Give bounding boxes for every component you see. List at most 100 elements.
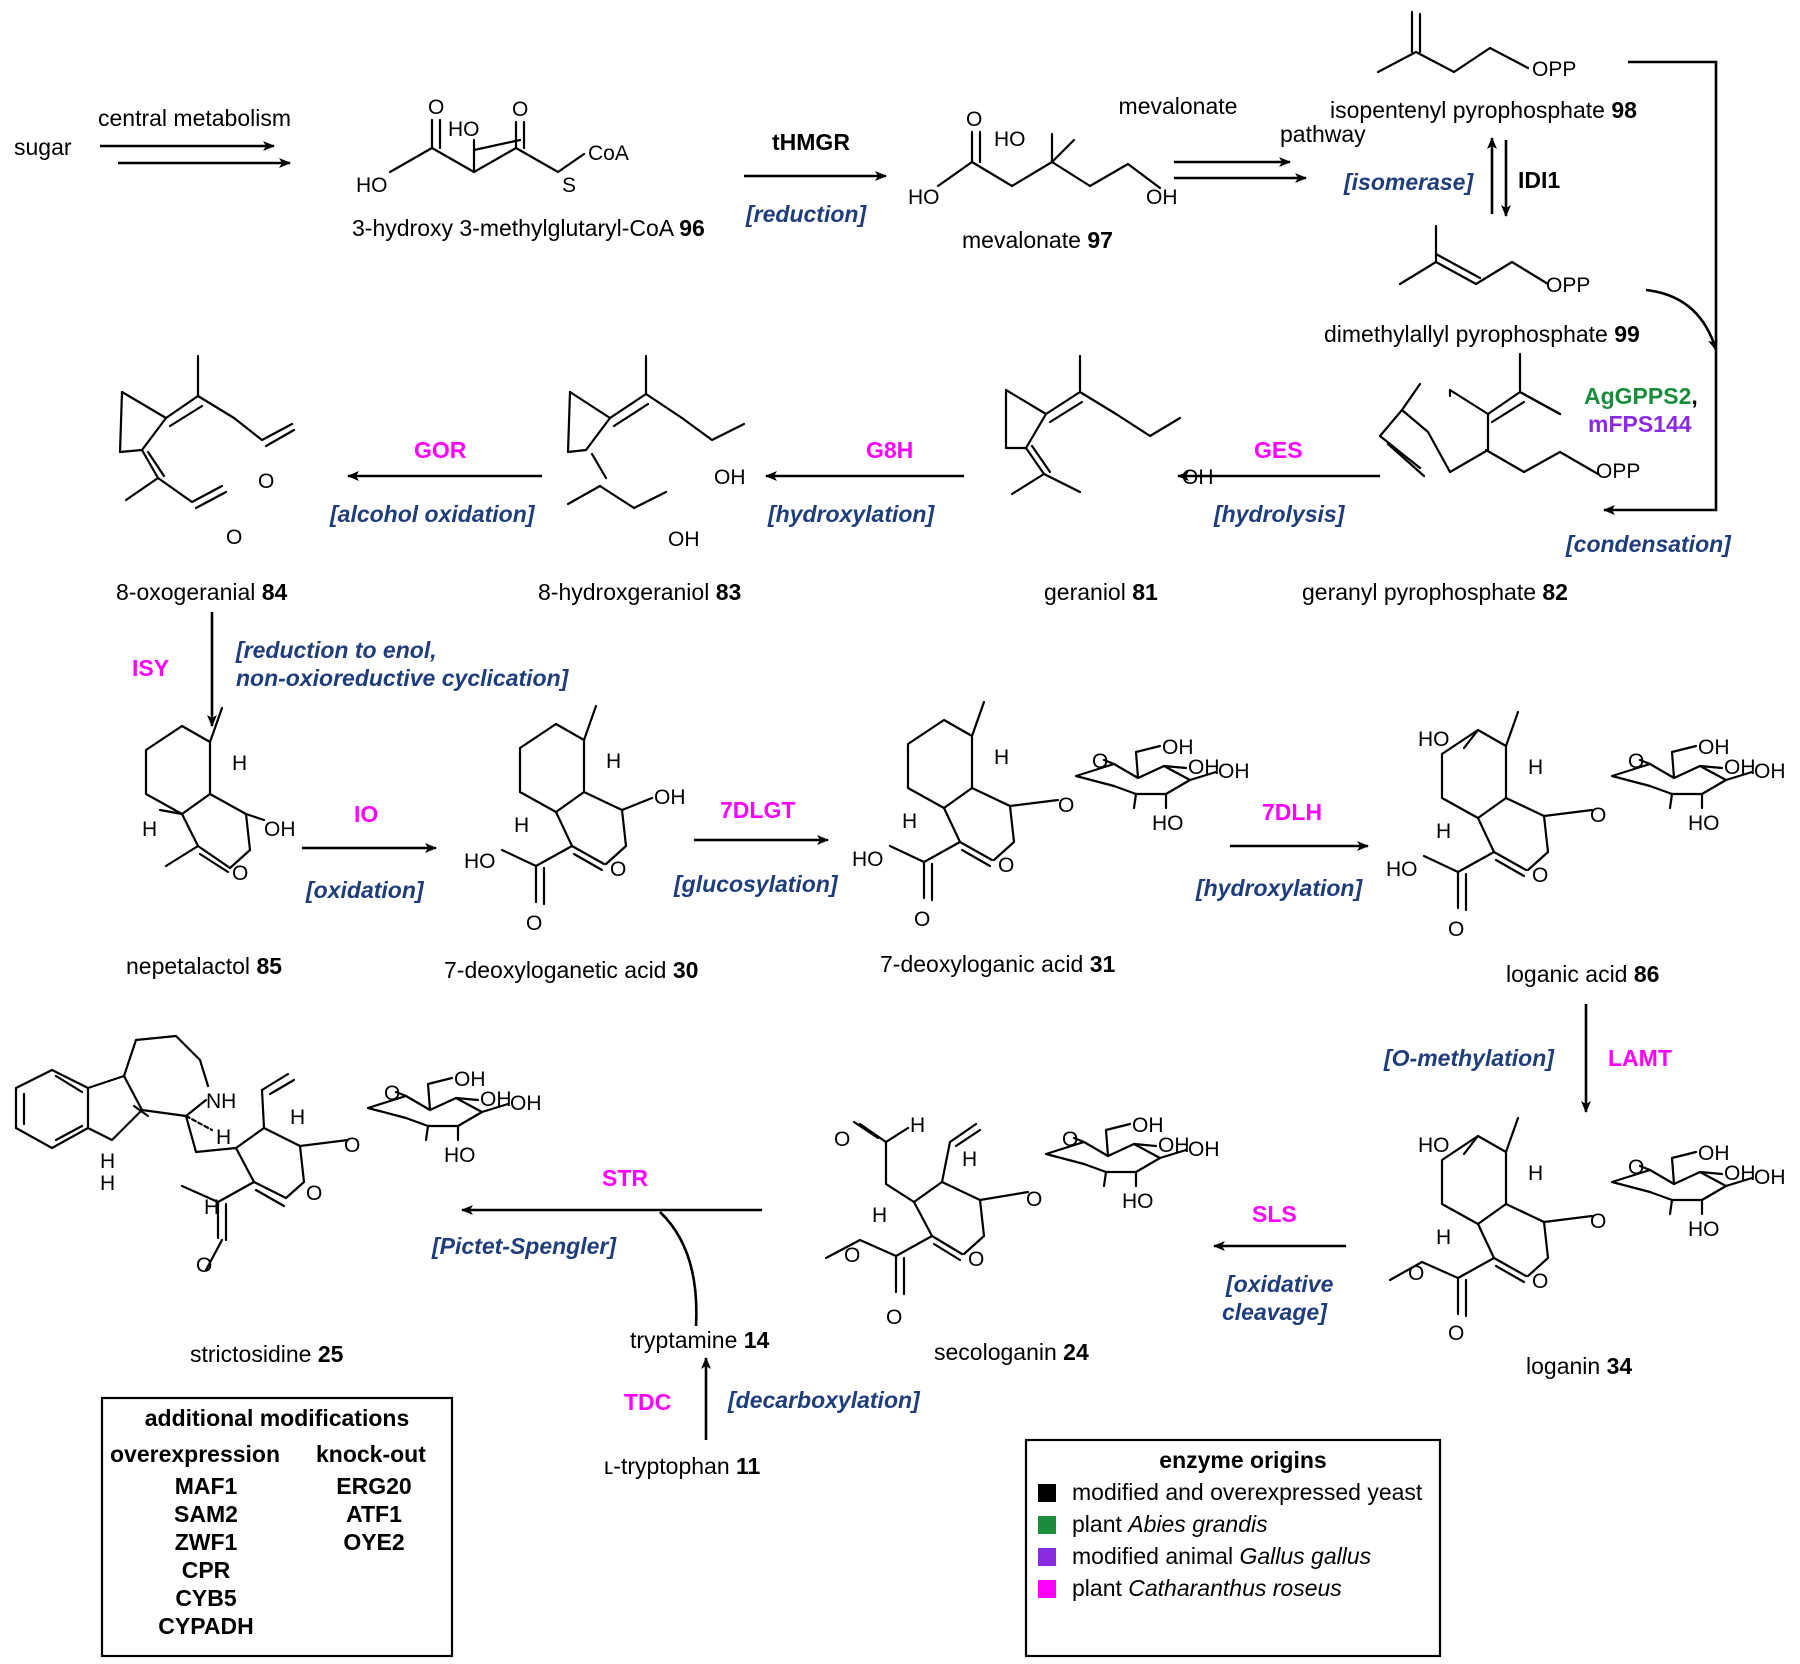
compound-hydroxygeraniol: 8-hydroxgeraniol 83 <box>538 579 741 605</box>
compound-loganin: loganin 34 <box>1526 1353 1632 1379</box>
svg-text:H: H <box>232 752 247 775</box>
compound-loganic: loganic acid 86 <box>1506 961 1659 987</box>
svg-text:H: H <box>910 1114 925 1137</box>
reaction-isy-1: [reduction to enol, <box>235 637 437 663</box>
svg-text:O: O <box>886 1306 902 1329</box>
svg-text:HO: HO <box>356 174 388 197</box>
structure-geraniol: OH <box>1004 354 1214 496</box>
svg-text:O: O <box>1590 1210 1606 1233</box>
compound-tryptamine: tryptamine 14 <box>630 1327 770 1353</box>
svg-text:OH: OH <box>264 818 296 841</box>
svg-text:HO: HO <box>1386 858 1418 881</box>
legend-item: plant Abies grandis <box>1072 1511 1268 1537</box>
compound-geraniol: geraniol 81 <box>1044 579 1158 605</box>
svg-text:O: O <box>226 526 242 549</box>
svg-text:H: H <box>216 1126 231 1149</box>
reaction-alcohol-oxidation: [alcohol oxidation] <box>329 501 536 527</box>
modifications-box: additional modifications overexpression … <box>100 1396 454 1658</box>
structure-deoxyloganetic: H H OH O HO O <box>464 704 686 935</box>
arrow-tryptamine <box>659 1211 698 1327</box>
svg-text:H: H <box>100 1150 115 1173</box>
legend-item: plant Catharanthus roseus <box>1072 1575 1342 1601</box>
legend-swatch <box>1038 1516 1056 1534</box>
svg-text:OPP: OPP <box>1596 460 1640 483</box>
svg-text:OH: OH <box>714 466 746 489</box>
svg-text:O: O <box>914 908 930 931</box>
compound-oxogeranial: 8-oxogeranial 84 <box>116 579 288 605</box>
enzyme-g8h: G8H <box>866 437 913 463</box>
compound-dmapp: dimethylallyl pyrophosphate 99 <box>1324 321 1640 347</box>
enzyme-io: IO <box>354 801 378 827</box>
svg-text:H: H <box>994 746 1009 769</box>
compound-secologanin: secologanin 24 <box>934 1339 1089 1365</box>
svg-text:O: O <box>428 96 444 119</box>
compound-hmgcoa: 3-hydroxy 3-methylglutaryl-CoA 96 <box>352 215 705 241</box>
svg-text:O: O <box>1448 1322 1464 1345</box>
overexpression-item: SAM2 <box>174 1501 238 1527</box>
svg-text:O: O <box>968 1248 984 1271</box>
compound-mevalonate: mevalonate 97 <box>962 227 1113 253</box>
overexpression-item: ZWF1 <box>175 1529 238 1555</box>
structure-strictosidine: NH H H H H H O O O <box>14 1034 543 1277</box>
svg-text:OH: OH <box>1146 186 1178 209</box>
structure-ipp: OPP <box>1376 10 1576 81</box>
svg-text:OPP: OPP <box>1546 274 1590 297</box>
overexpression-item: CYPADH <box>158 1613 253 1639</box>
reaction-oxidation: [oxidation] <box>305 877 425 903</box>
reaction-decarboxylation: [decarboxylation] <box>727 1387 921 1413</box>
svg-text:O: O <box>196 1254 212 1277</box>
enzyme-sls: SLS <box>1252 1201 1297 1227</box>
enzyme-tdc: TDC <box>624 1389 671 1415</box>
step-mevalonate-pathway-2: pathway <box>1280 121 1366 147</box>
svg-text:HO: HO <box>852 848 884 871</box>
structure-hydroxygeraniol: OH OH <box>566 354 746 551</box>
compound-gpp: geranyl pyrophosphate 82 <box>1302 579 1568 605</box>
svg-text:H: H <box>1436 1226 1451 1249</box>
svg-text:O: O <box>1408 1262 1424 1285</box>
reaction-hydroxylation-7dlh: [hydroxylation] <box>1195 875 1363 901</box>
step-central-metabolism: central metabolism <box>98 105 291 131</box>
reaction-hydroxylation-g8h: [hydroxylation] <box>767 501 935 527</box>
svg-text:HO: HO <box>994 128 1026 151</box>
structure-gpp: OPP <box>1378 352 1640 483</box>
overexpression-item: CPR <box>182 1557 231 1583</box>
svg-text:O: O <box>834 1128 850 1151</box>
svg-text:CoA: CoA <box>588 142 629 165</box>
compound-deoxyloganic: 7-deoxyloganic acid 31 <box>880 951 1115 977</box>
svg-text:O: O <box>1448 918 1464 941</box>
legend-item: modified animal Gallus gallus <box>1072 1543 1372 1569</box>
svg-text:O: O <box>998 854 1014 877</box>
reaction-o-methylation: [O-methylation] <box>1383 1045 1555 1071</box>
enzyme-ges: GES <box>1254 437 1303 463</box>
reaction-oxidative: [oxidative <box>1225 1271 1334 1297</box>
overexpression-item: MAF1 <box>175 1473 238 1499</box>
svg-text:HO: HO <box>1418 1134 1450 1157</box>
structure-loganic: HO H H O O HO O <box>1386 710 1787 941</box>
svg-text:O: O <box>1026 1188 1042 1211</box>
legend-box: enzyme origins modified and overexpresse… <box>1024 1438 1442 1658</box>
svg-text:H: H <box>204 1196 219 1219</box>
compound-sugar: sugar <box>14 134 72 160</box>
svg-text:OH: OH <box>654 786 686 809</box>
svg-text:H: H <box>1528 756 1543 779</box>
enzyme-mfps144: mFPS144 <box>1588 411 1692 437</box>
reaction-pictet-spengler: [Pictet-Spengler] <box>431 1233 617 1259</box>
structure-hmgcoa: O O HO HO S CoA <box>356 96 629 197</box>
svg-text:OH: OH <box>668 528 700 551</box>
svg-text:H: H <box>902 810 917 833</box>
svg-text:H: H <box>606 750 621 773</box>
enzyme-thmgr: tHMGR <box>772 129 850 155</box>
svg-text:OPP: OPP <box>1532 58 1576 81</box>
svg-text:O: O <box>258 470 274 493</box>
svg-text:O: O <box>306 1182 322 1205</box>
svg-text:H: H <box>514 814 529 837</box>
svg-text:H: H <box>962 1148 977 1171</box>
structure-dmapp: OPP <box>1398 224 1590 297</box>
svg-text:HO: HO <box>464 850 496 873</box>
enzyme-7dlgt: 7DLGT <box>720 797 795 823</box>
enzyme-idi1: IDI1 <box>1518 167 1560 193</box>
structure-oxogeranial: O O <box>118 354 296 549</box>
reaction-reduction: [reduction] <box>745 201 867 227</box>
modifications-title: additional modifications <box>145 1405 410 1431</box>
svg-text:O: O <box>610 858 626 881</box>
